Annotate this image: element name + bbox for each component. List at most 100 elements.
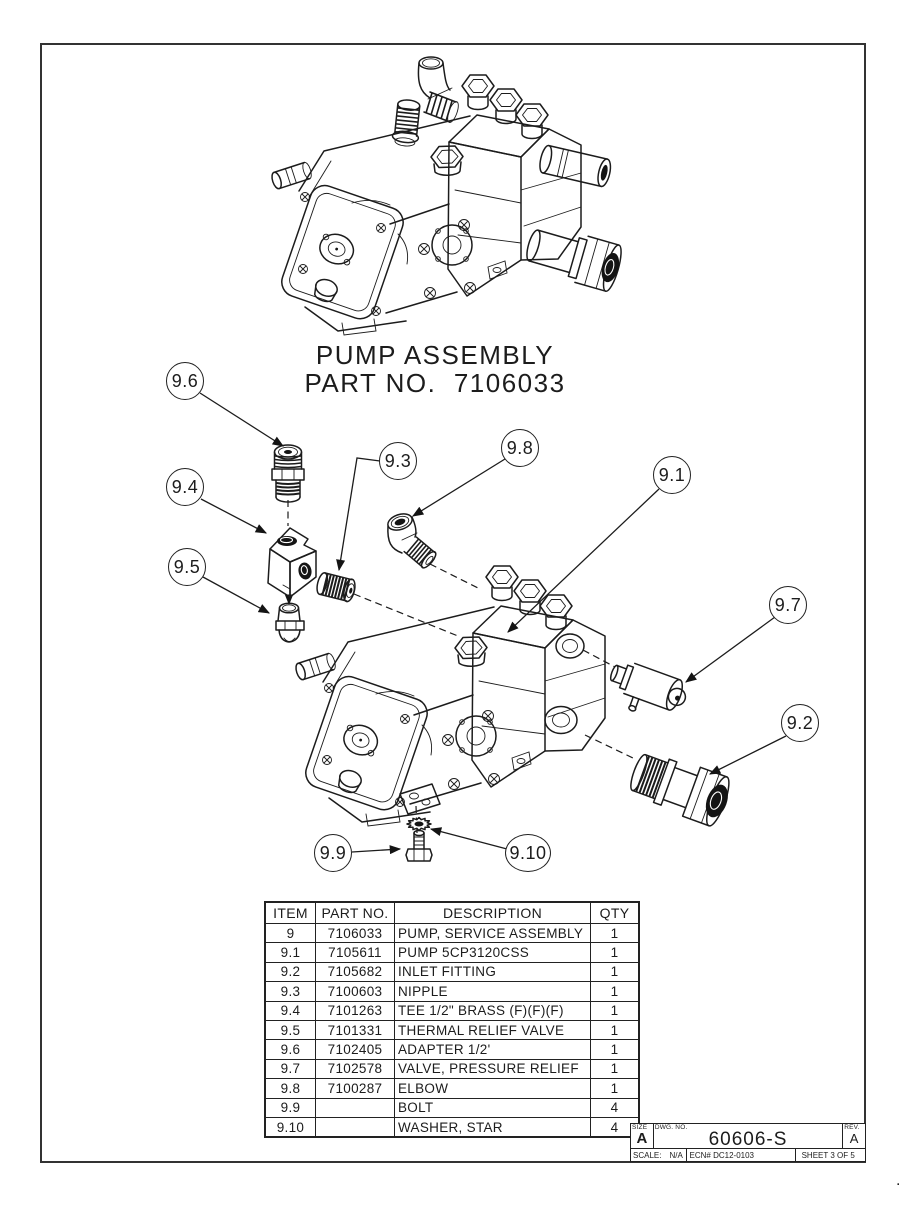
drawing-title-line2: PART NO. 7106033 bbox=[304, 368, 566, 398]
bom-cell-item: 9 bbox=[264, 922, 316, 944]
title-block-size: SIZE A bbox=[631, 1124, 654, 1148]
balloon-9-6: 9.6 bbox=[166, 362, 204, 400]
bom-cell-part: 7101331 bbox=[315, 1019, 395, 1041]
bom-cell-qty: 1 bbox=[590, 1078, 640, 1099]
balloon-9-10: 9.10 bbox=[505, 834, 551, 872]
ecn-value: ECN# DC12-0103 bbox=[689, 1150, 755, 1160]
bom-cell-part bbox=[315, 1116, 395, 1138]
title-block-dwg-no: DWG. NO. 60606-S bbox=[654, 1124, 844, 1148]
bom-cell-description: INLET FITTING bbox=[394, 961, 591, 983]
rev-label: REV. bbox=[844, 1124, 860, 1131]
balloon-9-2: 9.2 bbox=[781, 704, 819, 742]
title-block-rev: REV. A bbox=[843, 1124, 865, 1148]
bom-cell-description: TEE 1/2" BRASS (F)(F)(F) bbox=[394, 1000, 591, 1021]
bom-cell-description: BOLT bbox=[394, 1097, 591, 1118]
bom-cell-part: 7100603 bbox=[315, 981, 395, 1002]
bom-cell-qty: 1 bbox=[590, 942, 640, 963]
part-bolt-9-9 bbox=[406, 831, 432, 862]
pump-illustration-exploded bbox=[294, 566, 605, 826]
part-inlet-fitting-9-2 bbox=[625, 746, 735, 828]
bom-cell-description: PUMP 5CP3120CSS bbox=[394, 942, 591, 963]
dwg-no-label: DWG. NO. bbox=[654, 1124, 688, 1131]
bom-cell-description: WASHER, STAR bbox=[394, 1116, 591, 1138]
bom-cell-item: 9.8 bbox=[264, 1078, 316, 1099]
drawing-title-line1: PUMP ASSEMBLY bbox=[315, 340, 555, 370]
bom-cell-qty: 1 bbox=[590, 922, 640, 944]
balloon-label: 9.7 bbox=[774, 594, 802, 615]
bom-cell-qty: 1 bbox=[590, 981, 640, 1002]
pump-illustration-assembled bbox=[270, 57, 624, 335]
part-tee-9-4 bbox=[268, 528, 316, 597]
bom-cell-part: 7105682 bbox=[315, 961, 395, 983]
balloon-label: 9.10 bbox=[509, 842, 547, 863]
bom-cell-item: 9.5 bbox=[264, 1019, 316, 1041]
scale-value: N/A bbox=[669, 1150, 683, 1160]
bom-header-row: ITEM PART NO. DESCRIPTION QTY bbox=[264, 901, 640, 924]
balloon-9-3: 9.3 bbox=[379, 442, 417, 480]
bom-cell-item: 9.10 bbox=[264, 1116, 316, 1138]
size-label: SIZE bbox=[632, 1124, 648, 1131]
bom-header-part-no: PART NO. bbox=[315, 901, 395, 924]
bom-cell-description: PUMP, SERVICE ASSEMBLY bbox=[394, 922, 591, 944]
bom-cell-description: VALVE, PRESSURE RELIEF bbox=[394, 1058, 591, 1080]
dwg-no-value: 60606-S bbox=[708, 1129, 788, 1148]
bom-header-qty: QTY bbox=[590, 901, 640, 924]
balloon-9-5: 9.5 bbox=[168, 548, 206, 586]
balloon-label: 9.9 bbox=[319, 842, 347, 863]
title-block: SIZE A DWG. NO. 60606-S REV. A SCALE: N/… bbox=[630, 1123, 866, 1162]
bom-cell-qty: 1 bbox=[590, 1000, 640, 1021]
part-adapter-9-6 bbox=[272, 445, 304, 502]
scale-label: SCALE: bbox=[633, 1150, 662, 1160]
bom-cell-description: ADAPTER 1/2' bbox=[394, 1039, 591, 1060]
balloon-label: 9.8 bbox=[506, 437, 534, 458]
bom-header-description: DESCRIPTION bbox=[394, 901, 591, 924]
bom-cell-part: 7102405 bbox=[315, 1039, 395, 1060]
balloon-label: 9.1 bbox=[658, 464, 686, 485]
part-elbow-9-8 bbox=[386, 511, 438, 570]
sheet-border bbox=[40, 43, 866, 1163]
balloon-9-4: 9.4 bbox=[166, 468, 204, 506]
bom-cell-part: 7106033 bbox=[315, 922, 395, 944]
bom-cell-description: NIPPLE bbox=[394, 981, 591, 1002]
balloon-9-1: 9.1 bbox=[653, 456, 691, 494]
bom-cell-qty: 1 bbox=[590, 1039, 640, 1060]
bom-cell-item: 9.6 bbox=[264, 1039, 316, 1060]
title-block-scale: SCALE: N/A bbox=[631, 1149, 687, 1161]
bom-cell-qty: 1 bbox=[590, 1058, 640, 1080]
bom-cell-item: 9.3 bbox=[264, 981, 316, 1002]
leader-lines bbox=[200, 393, 786, 855]
bom-cell-description: ELBOW bbox=[394, 1078, 591, 1099]
balloon-label: 9.6 bbox=[171, 370, 199, 391]
bom-header-item: ITEM bbox=[264, 901, 316, 924]
sheet-value: SHEET 3 OF 5 bbox=[801, 1150, 855, 1160]
part-pressure-relief-valve-9-7 bbox=[602, 657, 691, 726]
balloon-9-7: 9.7 bbox=[769, 586, 807, 624]
bom-cell-item: 9.4 bbox=[264, 1000, 316, 1021]
balloon-label: 9.5 bbox=[173, 556, 201, 577]
bom-cell-part bbox=[315, 1097, 395, 1118]
bom-cell-qty: 1 bbox=[590, 961, 640, 983]
rev-value: A bbox=[849, 1131, 859, 1146]
balloon-label: 9.2 bbox=[786, 712, 814, 733]
balloon-9-9: 9.9 bbox=[314, 834, 352, 872]
bom-cell-qty: 1 bbox=[590, 1019, 640, 1041]
bom-cell-item: 9.9 bbox=[264, 1097, 316, 1118]
size-value: A bbox=[636, 1130, 648, 1147]
title-block-sheet: SHEET 3 OF 5 bbox=[796, 1149, 865, 1161]
bom-cell-item: 9.2 bbox=[264, 961, 316, 983]
